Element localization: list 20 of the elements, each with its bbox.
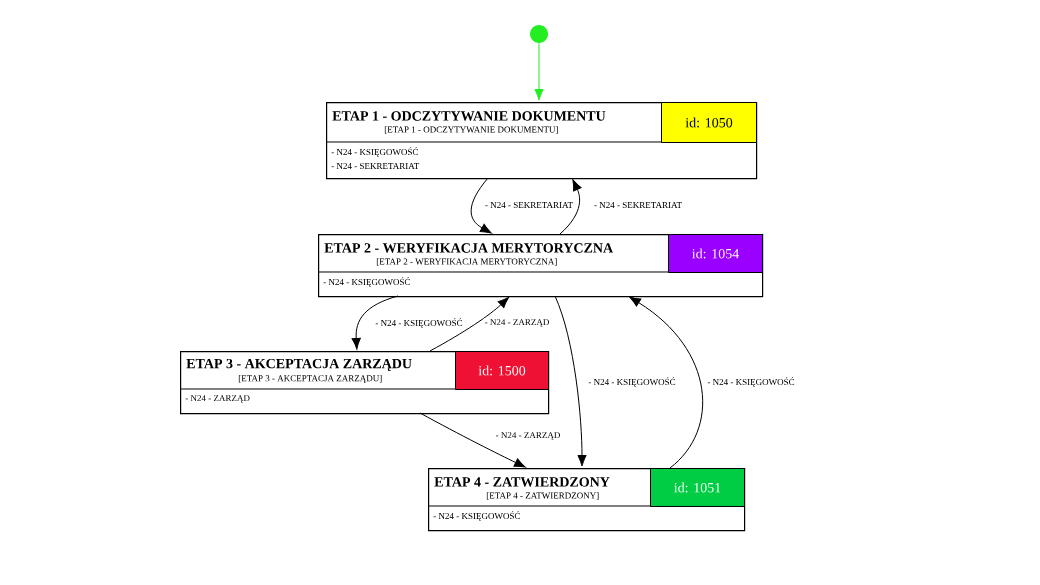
arrow (554, 295, 587, 467)
id-cell: id: 1050 (661, 102, 757, 143)
arrow (351, 295, 399, 350)
id-cell: id: 1054 (668, 234, 763, 273)
edge-label: - N24 - ZARZĄD (483, 318, 551, 328)
edge-label: - N24 - SEKRETARIAT (484, 200, 574, 209)
start-circle (530, 25, 548, 43)
id-cell: id: 1500 (455, 351, 549, 390)
arrow (470, 177, 492, 234)
edge-label: - N24 - KSIĘGOWOŚĆ (374, 317, 464, 329)
arrow (429, 296, 510, 352)
edge-label: - N24 - ZARZĄD (494, 431, 562, 441)
edge-label: - N24 - SEKRETARIAT (593, 200, 683, 209)
edge-label: - N24 - KSIĘGOWOŚĆ (587, 376, 677, 388)
arrow (534, 42, 544, 101)
arrow (559, 179, 582, 235)
arrow (419, 412, 526, 468)
id-cell: id: 1051 (650, 468, 745, 507)
arrow (629, 296, 704, 469)
edge-label: - N24 - KSIĘGOWOŚĆ (706, 376, 796, 388)
